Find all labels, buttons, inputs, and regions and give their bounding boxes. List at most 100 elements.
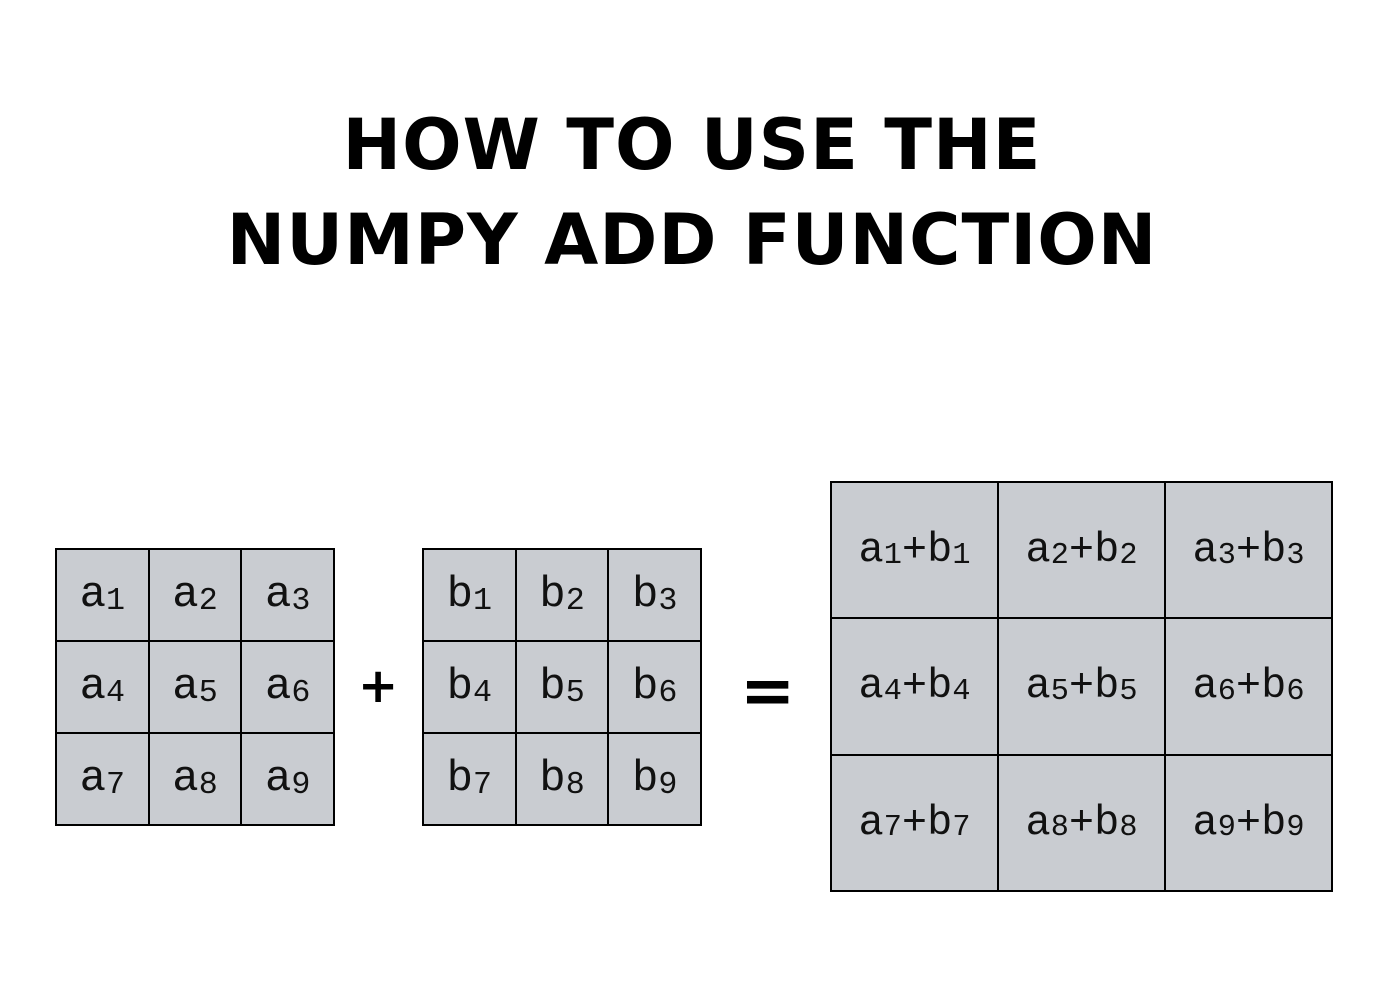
cell-subscript: 5 [198, 674, 218, 711]
cell-base: a [264, 754, 292, 804]
cell-subscript: 3 [658, 582, 678, 619]
cell-a-subscript: 5 [1050, 674, 1069, 709]
cell-a: a [1025, 798, 1051, 847]
cell-b: b [1094, 798, 1120, 847]
cell-a-subscript: 4 [883, 674, 902, 709]
cell-subscript: 2 [198, 582, 218, 619]
cell-a: a [858, 798, 884, 847]
cell-subscript: 1 [473, 582, 493, 619]
cell-subscript: 9 [291, 766, 311, 803]
cell-a: a [1025, 526, 1051, 575]
cell-b-subscript: 7 [952, 811, 971, 846]
cell-subscript: 9 [658, 766, 678, 803]
cell-b-subscript: 2 [1119, 538, 1138, 573]
cell-subscript: 4 [473, 674, 493, 711]
cell-op: + [901, 662, 928, 711]
cell-base: a [172, 662, 199, 712]
equals-operator: = [740, 652, 796, 729]
cell-a: a [1192, 798, 1218, 847]
cell-subscript: 1 [106, 582, 126, 619]
cell-base: a [79, 662, 107, 712]
cell-subscript: 8 [565, 766, 585, 803]
cell-base: a [172, 754, 199, 804]
cell-b: b [927, 526, 953, 575]
title-line-2: NUMPY ADD FUNCTION [226, 199, 1158, 281]
cell-b: b [1094, 662, 1120, 711]
cell-a-subscript: 6 [1217, 674, 1236, 709]
cell-b-subscript: 9 [1286, 811, 1305, 846]
cell-b: b [927, 798, 953, 847]
cell-a-subscript: 9 [1217, 811, 1236, 846]
cell-op: + [901, 526, 928, 575]
cell-subscript: 2 [565, 582, 585, 619]
cell-b: b [927, 662, 953, 711]
cell-base: b [631, 570, 659, 620]
cell-a: a [1025, 662, 1051, 711]
cell-base: a [264, 662, 292, 712]
cell-b-subscript: 6 [1286, 674, 1305, 709]
cell-subscript: 3 [291, 582, 311, 619]
cell-a-subscript: 7 [883, 811, 902, 846]
cell-b: b [1261, 526, 1287, 575]
cell-a-subscript: 1 [883, 538, 902, 573]
cell-op: + [1068, 526, 1095, 575]
cell-b: b [1261, 798, 1287, 847]
title-line-1: HOW TO USE THE [342, 104, 1042, 186]
plus-operator: + [358, 658, 399, 714]
cell-a: a [858, 526, 884, 575]
cell-b-subscript: 3 [1286, 538, 1305, 573]
cell-base: b [446, 570, 474, 620]
cell-op: + [1235, 526, 1262, 575]
cell-b: b [1094, 526, 1120, 575]
cell-b-subscript: 1 [952, 538, 971, 573]
cell-b-subscript: 5 [1119, 674, 1138, 709]
cell-base: b [631, 754, 659, 804]
cell-b-subscript: 4 [952, 674, 971, 709]
cell-base: a [264, 570, 292, 620]
cell-subscript: 4 [106, 674, 126, 711]
cell-base: a [79, 754, 107, 804]
cell-base: b [539, 754, 566, 804]
cell-b-subscript: 8 [1119, 811, 1138, 846]
cell-subscript: 7 [473, 766, 493, 803]
cell-a: a [858, 662, 884, 711]
cell-a-subscript: 2 [1050, 538, 1069, 573]
cell-op: + [1068, 662, 1095, 711]
cell-base: a [79, 570, 107, 620]
cell-a: a [1192, 526, 1218, 575]
cell-base: b [539, 570, 566, 620]
cell-base: b [446, 754, 474, 804]
cell-subscript: 6 [291, 674, 311, 711]
cell-base: a [172, 570, 199, 620]
cell-subscript: 7 [106, 766, 126, 803]
cell-base: b [446, 662, 474, 712]
cell-op: + [1068, 798, 1095, 847]
cell-a: a [1192, 662, 1218, 711]
